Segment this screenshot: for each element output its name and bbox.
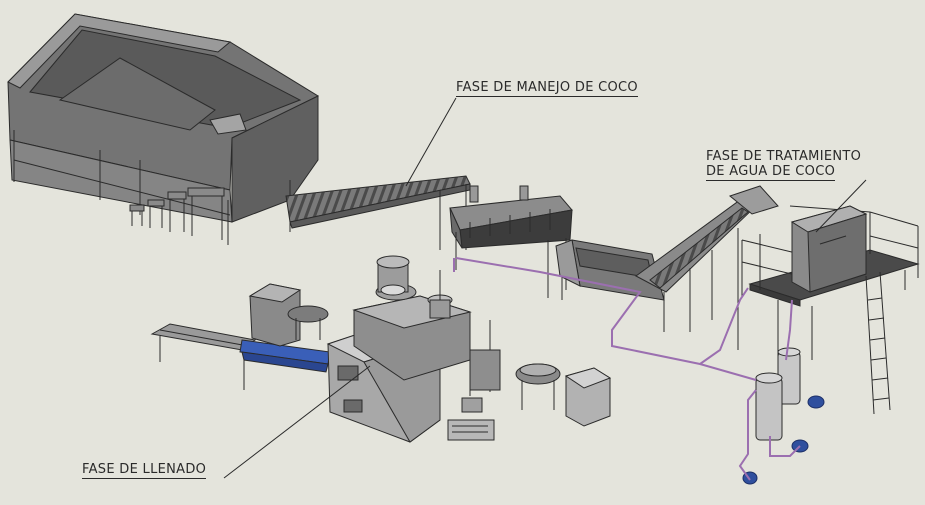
filling-machine xyxy=(248,255,612,443)
label-fase-tratamiento-line2: DE AGUA DE COCO xyxy=(706,164,836,181)
leader-lines xyxy=(223,97,867,479)
water-tank xyxy=(555,239,665,301)
label-fase-tratamiento-line1: FASE DE TRATAMIENTO xyxy=(706,149,862,164)
inclined-conveyor xyxy=(285,175,471,250)
roller-conveyor xyxy=(150,323,331,390)
elevator-conveyor xyxy=(635,185,779,350)
leader-manejo xyxy=(405,97,457,187)
coconut-washer xyxy=(449,185,573,298)
leader-llenado xyxy=(223,365,371,479)
pumps xyxy=(742,395,825,485)
process-pipes xyxy=(453,257,801,481)
label-fase-manejo: FASE DE MANEJO DE COCO xyxy=(456,80,638,97)
coconut-hopper xyxy=(7,13,320,245)
storage-tanks xyxy=(755,347,801,441)
label-fase-llenado: FASE DE LLENADO xyxy=(82,462,207,479)
leader-tratamiento xyxy=(815,179,867,233)
treatment-machine xyxy=(790,205,868,293)
